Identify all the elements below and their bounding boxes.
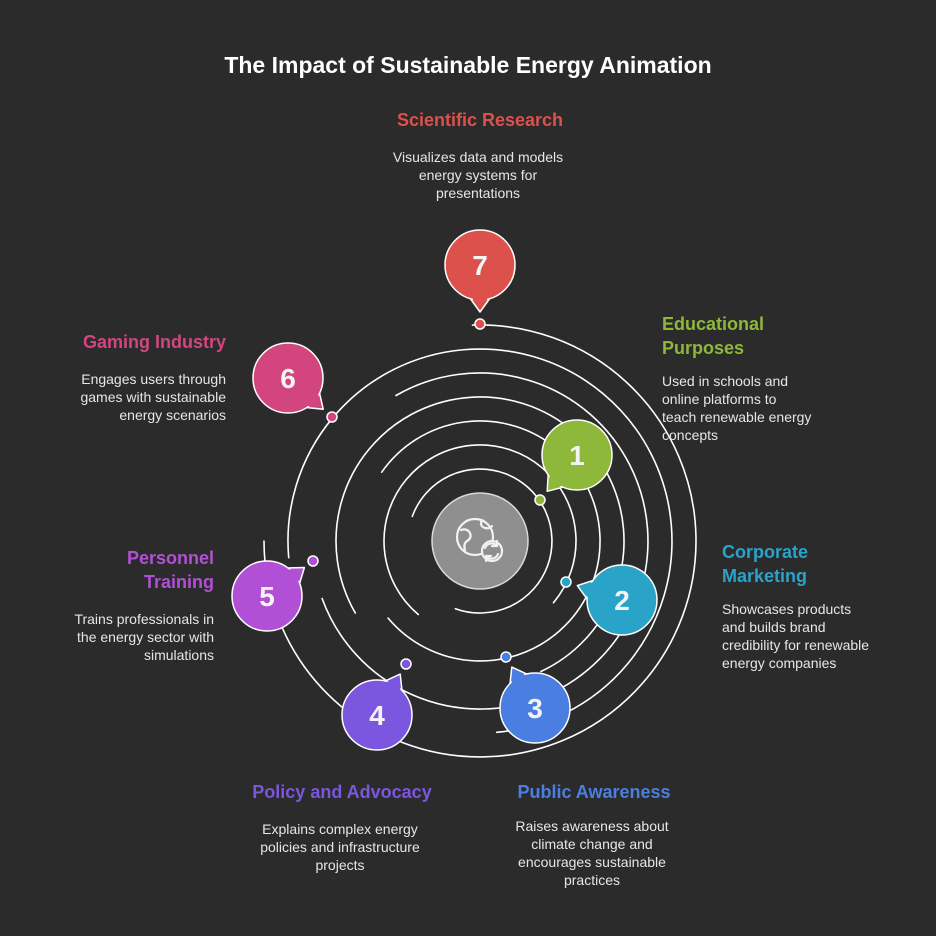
item-1-number: 1 <box>569 440 585 471</box>
item-6-title: Gaming Industry <box>82 332 226 352</box>
item-5-orbit-dot <box>307 555 319 567</box>
item-6-number: 6 <box>280 363 296 394</box>
orbit-ring-6 <box>287 348 673 734</box>
item-5-number: 5 <box>259 581 275 612</box>
orbit-ring-1 <box>411 468 553 614</box>
item-3-orbit-dot <box>500 651 512 663</box>
item-3-title: Public Awareness <box>517 782 671 802</box>
item-1-orbit-dot <box>534 494 546 506</box>
orbit-ring-7 <box>263 324 697 758</box>
item-3-bubble <box>499 672 571 744</box>
center-circle <box>431 492 529 590</box>
item-4-marker: 4 <box>341 673 413 751</box>
item-5-bubble <box>231 560 303 632</box>
item-4-bubble-seam <box>378 676 402 699</box>
item-3-number: 3 <box>527 693 543 724</box>
item-6-bubble <box>252 342 324 414</box>
orbit-ring-2 <box>383 444 577 616</box>
item-1-bubble <box>541 419 613 491</box>
item-2-bubble <box>586 564 658 636</box>
orbit-connectors <box>307 318 572 670</box>
item-4-bubble <box>341 679 413 751</box>
center-hub <box>431 492 529 590</box>
item-2-orbit-dot <box>560 576 572 588</box>
item-3-marker: 3 <box>499 666 571 744</box>
item-7-bubble-seam <box>467 291 493 310</box>
item-2-marker: 2 <box>576 564 658 636</box>
item-1-bubble-seam <box>548 466 571 490</box>
item-7-marker: 7 <box>444 229 516 313</box>
item-7-number: 7 <box>472 250 488 281</box>
item-5-bubble-seam <box>279 569 303 591</box>
item-6-bubble-seam <box>298 385 322 408</box>
item-markers: 1 2 3 4 5 6 7 <box>231 229 658 751</box>
item-7-title: Scientific Research <box>396 110 564 130</box>
globe-refresh-icon <box>455 517 504 563</box>
item-4-title: Policy and Advocacy <box>252 782 432 802</box>
item-2-bubble-seam <box>579 579 602 605</box>
item-6-orbit-dot <box>326 411 338 423</box>
item-7-orbit-dot <box>474 318 486 330</box>
item-5-marker: 5 <box>231 560 306 632</box>
item-6-marker: 6 <box>252 342 324 414</box>
item-4-orbit-dot <box>400 658 412 670</box>
item-4-number: 4 <box>369 700 385 731</box>
item-3-bubble-seam <box>510 669 534 692</box>
item-1-marker: 1 <box>541 419 613 493</box>
item-2-number: 2 <box>614 585 630 616</box>
page-title: The Impact of Sustainable Energy Animati… <box>224 52 712 78</box>
orbit-ring-3 <box>380 420 601 662</box>
